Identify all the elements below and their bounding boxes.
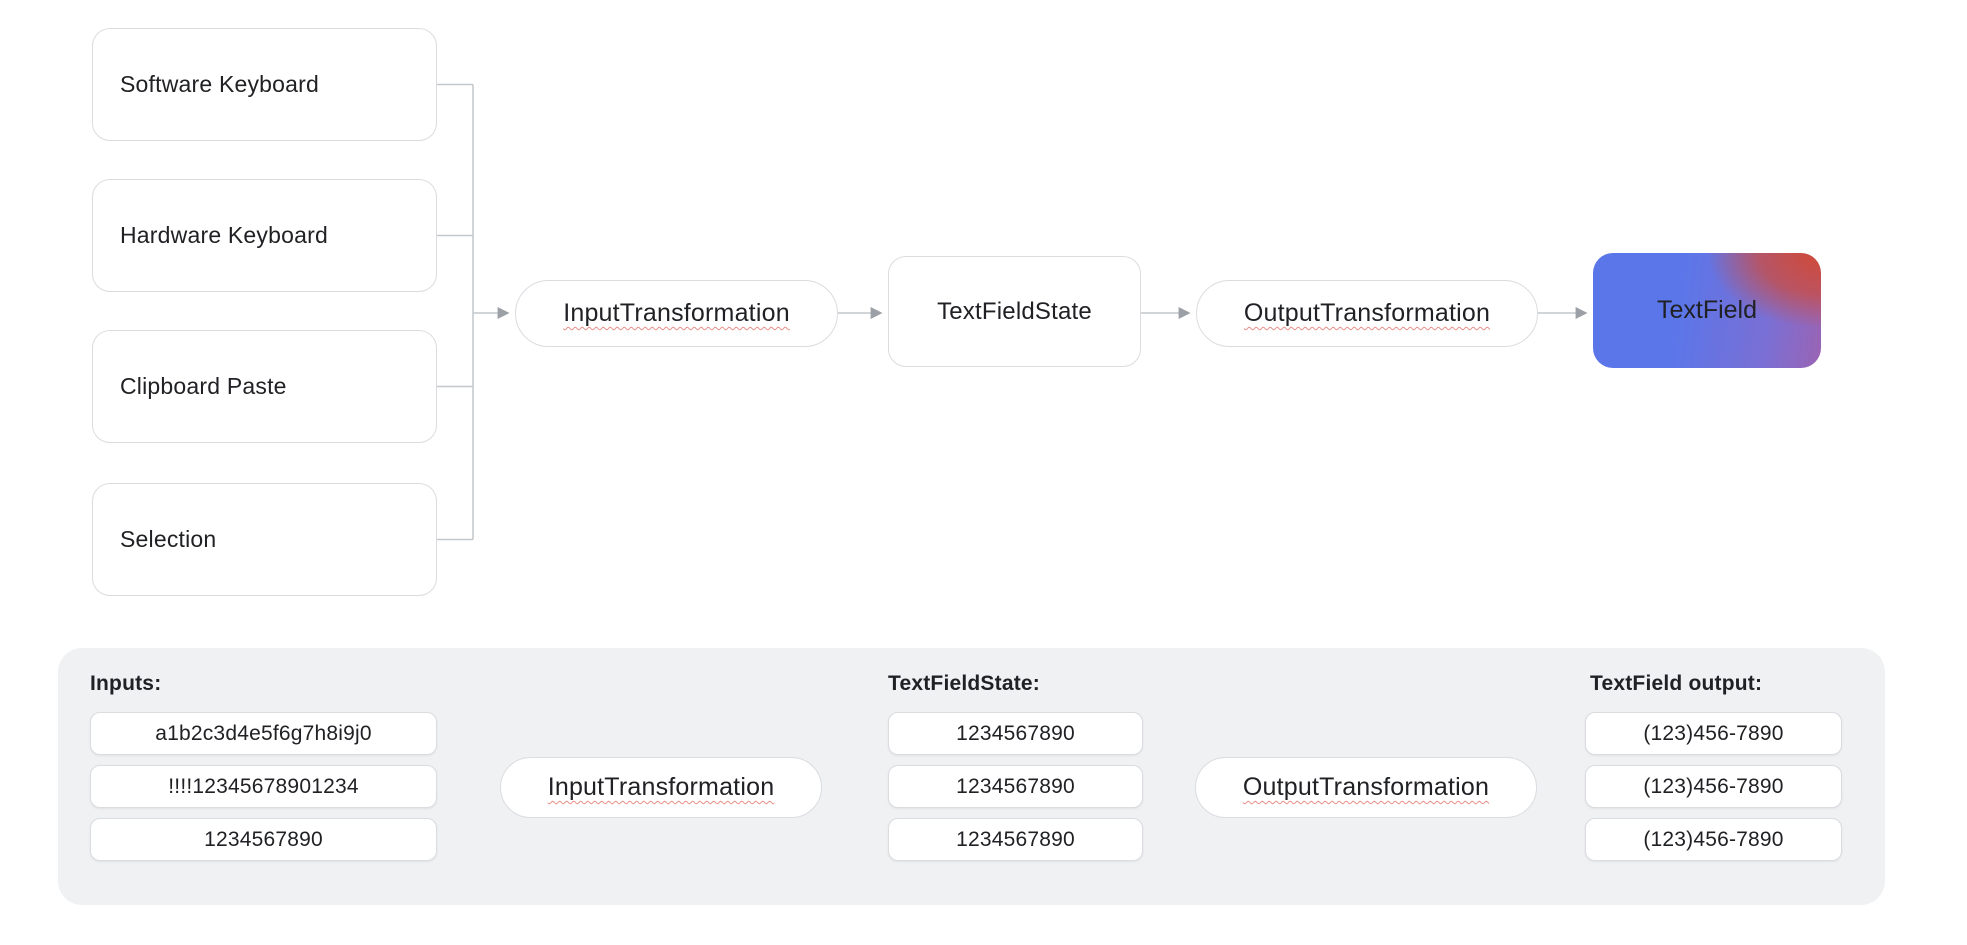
state-value-box: 1234567890: [888, 818, 1143, 861]
input-value-box: !!!!12345678901234: [90, 765, 437, 808]
input-value: a1b2c3d4e5f6g7h8i9j0: [155, 721, 372, 745]
source-label: Clipboard Paste: [120, 373, 287, 399]
example-output-transformation: OutputTransformation: [1195, 757, 1537, 818]
node-label: InputTransformation: [563, 299, 790, 327]
state-value-box: 1234567890: [888, 712, 1143, 755]
input-value-box: a1b2c3d4e5f6g7h8i9j0: [90, 712, 437, 755]
node-output-transformation: OutputTransformation: [1196, 280, 1538, 347]
source-label: Software Keyboard: [120, 71, 320, 97]
state-value: 1234567890: [956, 721, 1075, 745]
node-label: OutputTransformation: [1242, 773, 1490, 801]
source-box-clipboard-paste: Clipboard Paste: [92, 330, 437, 443]
input-value-box: 1234567890: [90, 818, 437, 861]
state-value-box: 1234567890: [888, 765, 1143, 808]
node-label: TextFieldState: [937, 297, 1092, 325]
output-value-box: (123)456-7890: [1585, 712, 1842, 755]
textfield-state-heading: TextFieldState:: [888, 672, 1040, 695]
output-value: (123)456-7890: [1643, 827, 1784, 851]
source-box-selection: Selection: [92, 483, 437, 596]
node-label: InputTransformation: [547, 773, 775, 801]
output-value-box: (123)456-7890: [1585, 765, 1842, 808]
output-value: (123)456-7890: [1643, 721, 1784, 745]
node-label: TextField: [1656, 296, 1758, 324]
node-label: OutputTransformation: [1243, 299, 1491, 327]
textfield-output-heading: TextField output:: [1590, 672, 1763, 695]
output-value-box: (123)456-7890: [1585, 818, 1842, 861]
node-input-transformation: InputTransformation: [515, 280, 838, 347]
source-label: Selection: [120, 526, 217, 552]
node-textfield: TextField: [1593, 253, 1821, 368]
input-value: !!!!12345678901234: [168, 774, 359, 798]
example-input-transformation: InputTransformation: [500, 757, 822, 818]
state-value: 1234567890: [956, 827, 1075, 851]
inputs-heading: Inputs:: [90, 672, 162, 695]
source-box-hardware-keyboard: Hardware Keyboard: [92, 179, 437, 292]
node-textfield-state: TextFieldState: [888, 256, 1141, 367]
state-value: 1234567890: [956, 774, 1075, 798]
input-value: 1234567890: [204, 827, 323, 851]
source-label: Hardware Keyboard: [120, 222, 328, 248]
output-value: (123)456-7890: [1643, 774, 1784, 798]
source-box-software-keyboard: Software Keyboard: [92, 28, 437, 141]
